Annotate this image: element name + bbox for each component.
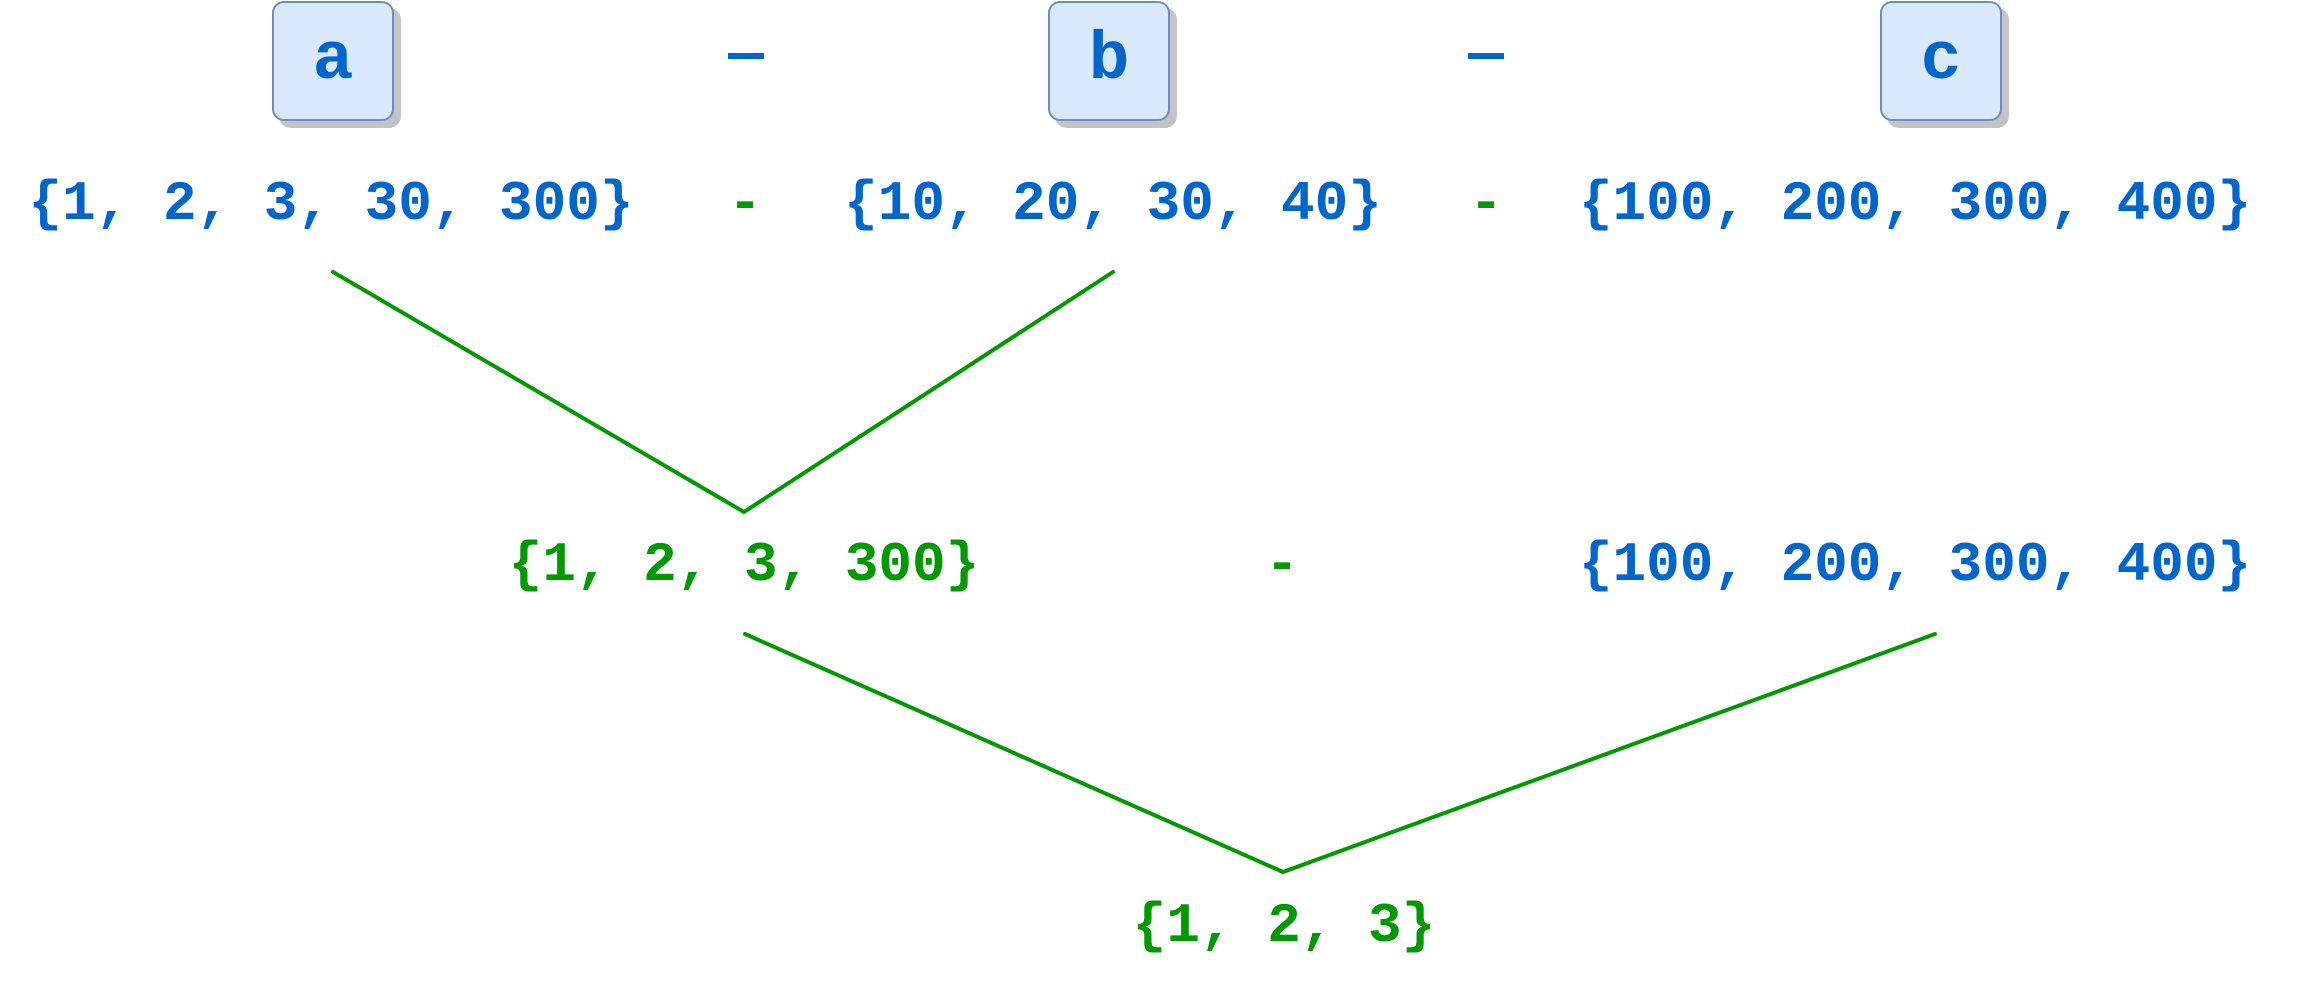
final-result: {1, 2, 3} [1132,894,1436,958]
merge-line-a-b [331,270,1115,514]
result-a-minus-b: {1, 2, 3, 300} [508,533,980,597]
set-c-values: {100, 200, 300, 400} [1578,172,2252,236]
set-b-values: {10, 20, 30, 40} [844,172,1382,236]
variable-c-box: c [1880,1,2002,121]
merge-line-ab-c [743,632,1937,874]
minus-operator-top-ab [728,53,764,59]
minus-operator-row1-bc: - [1469,172,1503,236]
minus-operator-row2: - [1265,533,1299,597]
minus-operator-top-bc [1468,53,1504,59]
variable-a-box: a [272,1,394,121]
set-a-values: {1, 2, 3, 30, 300} [28,172,634,236]
minus-operator-row1-ab: - [728,172,762,236]
variable-b-box: b [1048,1,1170,121]
set-c-values-row2: {100, 200, 300, 400} [1578,533,2252,597]
